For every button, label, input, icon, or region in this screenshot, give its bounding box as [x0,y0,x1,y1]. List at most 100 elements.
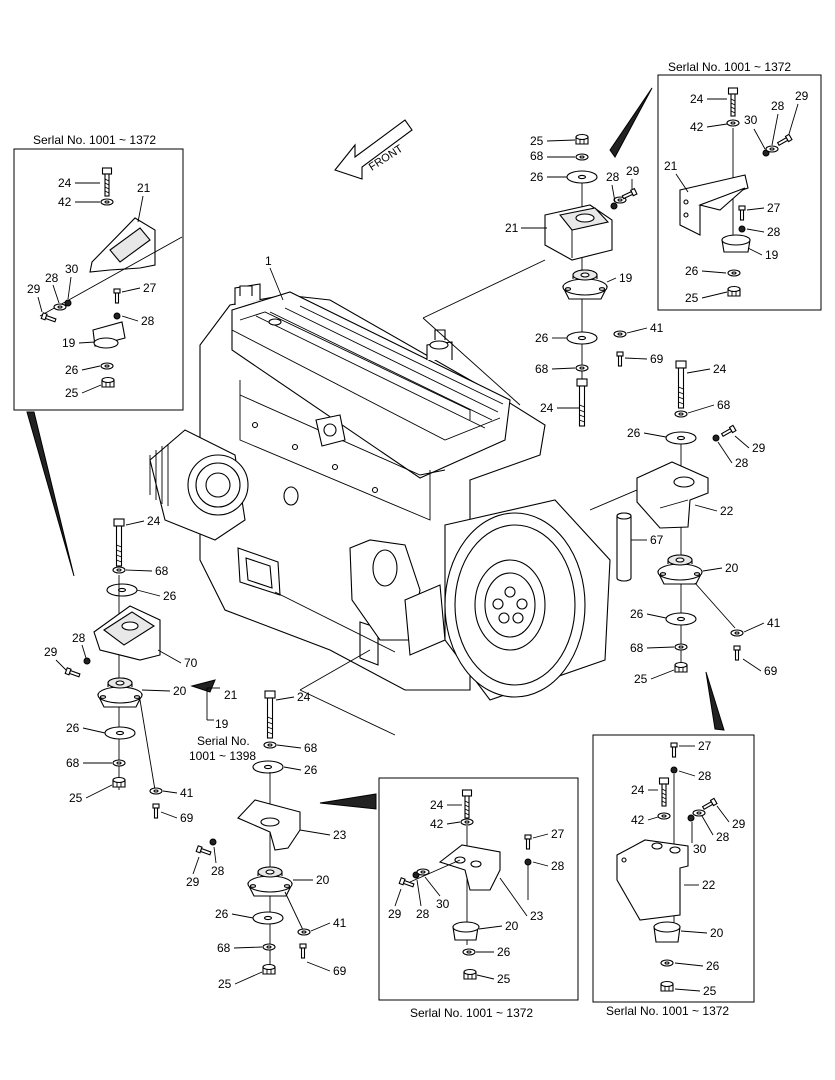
serial-note-left: 21 19 Serial No. 1001 ~ 1398 [189,679,256,763]
callout-tr-27: 27 [767,201,781,215]
callout-tc-25: 25 [530,134,544,148]
callout-bc-27: 27 [551,827,565,841]
callout-bc-25: 25 [497,972,511,986]
mount-stack-right-middle: 24 68 26 29 28 22 67 20 26 41 68 69 25 [589,360,781,686]
callout-br-20: 20 [710,926,724,940]
inset-top-left-caption: Serlal No. 1001 ~ 1372 [33,133,156,147]
callout-bm-25: 25 [218,977,232,991]
mount-stack-left-middle: 24 68 26 28 29 70 20 26 68 25 41 69 [44,514,198,825]
callout-tc-24: 24 [540,401,554,415]
callout-rm-67: 67 [650,533,664,547]
callout-bc-23: 23 [530,909,544,923]
callout-tc-21: 21 [505,221,519,235]
inset-bottom-center-caption: Serlal No. 1001 ~ 1372 [410,1006,533,1020]
callout-bc-28b: 28 [416,907,430,921]
callout-rm-41: 41 [767,616,781,630]
callout-br-24: 24 [631,783,645,797]
callout-tl-19: 19 [62,336,76,350]
callout-tr-42: 42 [690,120,704,134]
callout-br-30: 30 [693,842,707,856]
callout-lm-21: 21 [224,688,238,702]
callout-tl-24: 24 [58,176,72,190]
callout-bm-26b: 26 [215,907,229,921]
callout-lm-28: 28 [72,631,86,645]
callout-lm-24: 24 [147,514,161,528]
callout-br-29: 29 [732,817,746,831]
callout-tr-25: 25 [685,291,699,305]
callout-tl-26: 26 [65,363,79,377]
callout-rm-29: 29 [752,441,766,455]
pointer-top-left [26,411,75,577]
callout-br-25: 25 [703,984,717,998]
callout-lm-68b: 68 [66,756,80,770]
callout-tl-27: 27 [143,281,157,295]
callout-rm-20: 20 [725,561,739,575]
callout-tr-30: 30 [744,113,758,127]
callout-tl-28: 28 [45,271,59,285]
callout-tc-26b: 26 [535,331,549,345]
pointer-bottom-center [319,793,377,810]
callout-br-22: 22 [702,878,716,892]
callout-1: 1 [265,254,272,268]
pointer-bottom-right [705,671,725,731]
callout-lm-26b: 26 [66,721,80,735]
engine-assembly [149,283,611,701]
callout-bm-28: 28 [211,864,225,878]
inset-top-right-caption: Serlal No. 1001 ~ 1372 [668,60,791,74]
callout-bc-29: 29 [388,907,402,921]
callout-tr-28b: 28 [767,225,781,239]
callout-bc-30: 30 [436,897,450,911]
callout-rm-69: 69 [764,664,778,678]
callout-rm-25: 25 [634,672,648,686]
callout-bm-26: 26 [304,763,318,777]
serial-note-line1: Serial No. [197,734,250,748]
callout-tr-29: 29 [795,89,809,103]
callout-tr-28a: 28 [771,99,785,113]
callout-br-28b: 28 [716,830,730,844]
callout-rm-28: 28 [735,456,749,470]
callout-bm-23: 23 [333,828,347,842]
callout-tl-21: 21 [137,181,151,195]
callout-bc-28: 28 [551,859,565,873]
callout-tr-19: 19 [765,248,779,262]
inset-top-left: Serlal No. 1001 ~ 1372 24 21 42 28 30 29… [13,133,184,411]
callout-bc-20: 20 [505,919,519,933]
callout-rm-22: 22 [720,504,734,518]
inset-bottom-right-caption: Serlal No. 1001 ~ 1372 [606,1004,729,1018]
callout-bm-68b: 68 [217,941,231,955]
callout-tl-28b: 28 [141,314,155,328]
callout-lm-26: 26 [163,589,177,603]
callout-lm-68: 68 [155,564,169,578]
callout-lm-70: 70 [184,656,198,670]
callout-rm-24: 24 [713,362,727,376]
mount-stack-bottom-middle: 24 68 26 23 28 29 20 26 41 68 69 25 [186,690,347,991]
callout-tc-28: 28 [606,170,620,184]
callout-br-42: 42 [631,813,645,827]
serial-note-line2: 1001 ~ 1398 [189,749,256,763]
callout-tc-29: 29 [626,164,640,178]
callout-rm-26: 26 [627,426,641,440]
callout-tr-26: 26 [685,264,699,278]
callout-tc-41: 41 [650,321,664,335]
callout-br-27: 27 [698,739,712,753]
callout-br-26: 26 [706,959,720,973]
callout-tc-19: 19 [619,271,633,285]
callout-lm-29: 29 [44,645,58,659]
callout-rm-68b: 68 [630,641,644,655]
callout-lm-25: 25 [69,791,83,805]
front-arrow: FRONT [334,119,413,180]
callout-tc-26: 26 [530,170,544,184]
callout-tc-68: 68 [530,149,544,163]
callout-tr-24: 24 [690,92,704,106]
pointer-top-right [609,87,653,158]
callout-lm-19: 19 [215,717,229,731]
callout-tl-29: 29 [27,282,41,296]
callout-lm-41: 41 [180,786,194,800]
callout-bm-41: 41 [333,916,347,930]
callout-tl-25: 25 [65,386,79,400]
callout-tl-42: 42 [58,195,72,209]
callout-bm-29: 29 [186,875,200,889]
callout-lm-20: 20 [173,684,187,698]
mount-stack-top-center: 25 68 26 28 29 21 19 26 41 68 69 24 [505,133,664,427]
